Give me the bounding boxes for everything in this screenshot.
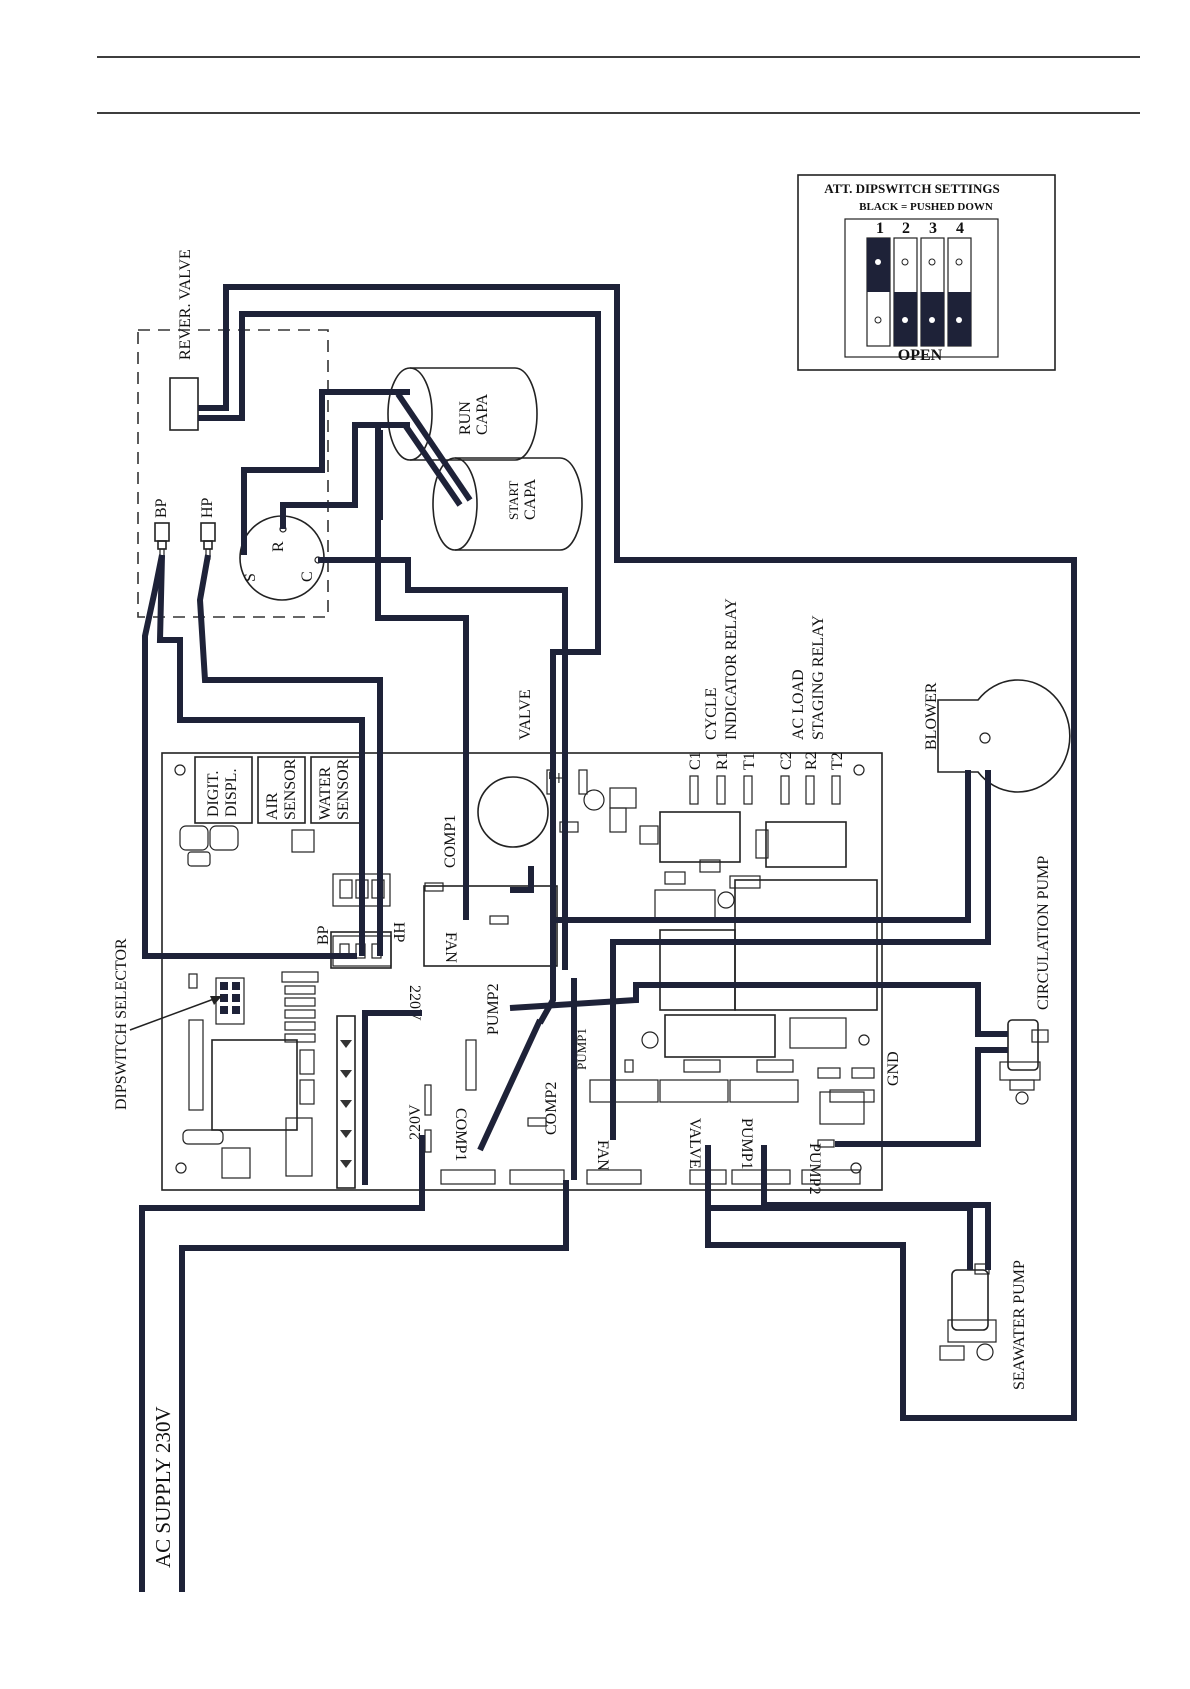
control-board (161, 752, 883, 1191)
board-comp1-top-label: COMP1 (442, 815, 459, 868)
board-fan-bottom-label: FAN (594, 1140, 611, 1171)
board-plus-sign: + (553, 766, 565, 790)
blower-label: BLOWER (923, 682, 940, 750)
dipswitch-2 (893, 237, 918, 347)
board-fan-top-label: FAN (442, 932, 459, 963)
run-capacitor (387, 367, 538, 461)
water-sensor-line1: WATER (317, 766, 334, 820)
board-comp1-bottom-label: COMP1 (452, 1108, 469, 1161)
dipswitch-3 (920, 237, 945, 347)
ac-load-relay-line2: STAGING RELAY (810, 615, 827, 740)
comp1-fan-connector-block (423, 885, 558, 967)
air-sensor-line1: AIR (264, 792, 281, 820)
relay-pin-t1: T1 (741, 752, 758, 770)
dipswitch-legend-title: ATT. DIPSWITCH SETTINGS (824, 181, 999, 196)
run-capa-line2: CAPA (474, 393, 491, 435)
reversing-valve (169, 377, 199, 431)
compressor-terminal-c: C (299, 571, 316, 582)
digit-displ-line2: DISPL. (223, 769, 240, 817)
board-pump1-label: PUMP1 (574, 1028, 589, 1070)
dipswitch-1 (866, 237, 891, 347)
dipswitch-number-2: 2 (902, 220, 910, 237)
board-comp2-label: COMP2 (543, 1082, 560, 1135)
board-pump1-bottom-label: PUMP1 (738, 1118, 755, 1170)
dipswitch-selector-label: DIPSWITCH SELECTOR (113, 938, 130, 1110)
relay-pin-r2: R2 (803, 751, 820, 770)
compressor-dashed-enclosure (137, 329, 329, 618)
dipswitch-selector-arrow (129, 995, 223, 1031)
ac-supply-label: AC SUPPLY 230V (151, 1406, 175, 1568)
cycle-relay-line1: CYCLE (703, 688, 720, 740)
board-right-parts (424, 769, 878, 1185)
cycle-relay-line2: INDICATOR RELAY (723, 598, 740, 740)
digit-displ-box (194, 756, 253, 824)
relay-pin-r1: R1 (714, 751, 731, 770)
relay-pin-t2: T2 (829, 752, 846, 770)
board-pump2-bottom-label: PUMP2 (806, 1143, 823, 1195)
seawater-pump (939, 1263, 997, 1361)
bp-switch-label: BP (153, 498, 170, 518)
wiring (139, 284, 1077, 1592)
dipswitch-legend-subtitle: BLACK = PUSHED DOWN (859, 201, 993, 213)
hp-pressure-switch (200, 522, 216, 560)
dipswitch-number-4: 4 (956, 220, 964, 237)
board-valve-bottom-label: VALVE (686, 1118, 703, 1169)
dipswitch-number-1: 1 (876, 220, 884, 237)
circulation-pump-label: CIRCULATION PUMP (1035, 856, 1052, 1010)
dipswitch-settings-legend: ATT. DIPSWITCH SETTINGS BLACK = PUSHED D… (797, 174, 1056, 371)
start-capa-line2: CAPA (522, 478, 539, 520)
board-bp-label: BP (315, 925, 332, 945)
relay-pin-c2: C2 (778, 751, 795, 770)
bp-pressure-switch (154, 522, 170, 560)
rever-valve-label: REVER. VALVE (177, 249, 194, 360)
compressor-terminal-r: R (270, 541, 287, 552)
board-pump2-top-label: PUMP2 (485, 983, 502, 1035)
dipswitch-number-3: 3 (929, 220, 937, 237)
dipswitch-4 (947, 237, 972, 347)
digit-displ-line1: DIGIT. (205, 771, 222, 817)
compressor-terminal-s: S (242, 573, 259, 582)
board-220v-bottom-label: 220V (407, 1104, 424, 1140)
board-hp-label: HP (390, 922, 407, 943)
valve-label: VALVE (517, 689, 534, 740)
dipswitch-open-label: OPEN (898, 347, 943, 364)
seawater-pump-label: SEAWATER PUMP (1011, 1260, 1028, 1390)
board-gnd-label: GND (885, 1051, 902, 1086)
hp-switch-label: HP (199, 497, 216, 518)
board-left-parts (174, 764, 870, 1189)
blower (937, 679, 1071, 793)
start-capacitor (432, 457, 583, 551)
ac-load-relay-line1: AC LOAD (790, 669, 807, 740)
circulation-pump (999, 1019, 1049, 1105)
run-capa-line1: RUN (457, 401, 474, 435)
relay-pin-c1: C1 (687, 751, 704, 770)
start-capa-line1: START (506, 481, 521, 520)
water-sensor-line2: SENSOR (335, 758, 352, 820)
air-sensor-box (257, 756, 306, 824)
air-sensor-line2: SENSOR (282, 758, 299, 820)
